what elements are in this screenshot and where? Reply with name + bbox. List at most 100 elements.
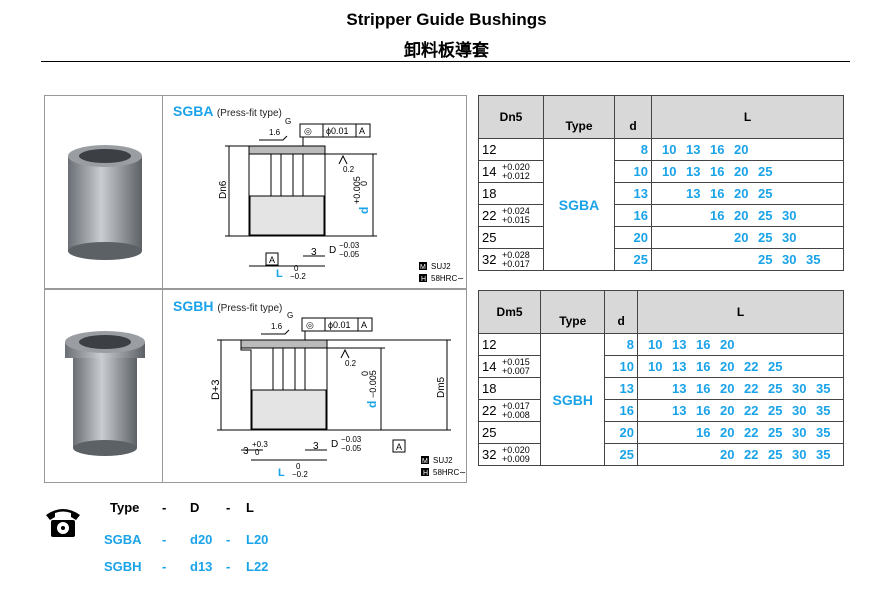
order-ex2-1: -: [162, 559, 167, 574]
l-value: 30: [792, 403, 807, 418]
sgbh-dim-g: G: [287, 311, 293, 320]
l-value: 16: [710, 208, 725, 223]
l-value: 20: [720, 337, 735, 352]
dim-d-cell: 18: [478, 182, 544, 205]
sgbh-roughness: 0.2: [345, 359, 357, 368]
sgbh-c3: 3: [243, 446, 249, 457]
order-ex2-0: SGBH: [104, 559, 142, 574]
dim-d-cell: 14+0.020+0.012: [478, 160, 544, 183]
l-value: 25: [768, 447, 783, 462]
l-value: 25: [768, 425, 783, 440]
sgba-d-tol-b: −0.05: [339, 250, 360, 259]
sgbh-flatness-icon: ◎: [306, 320, 314, 330]
dd-cell: 13: [604, 377, 638, 400]
sgbh-panel: SGBH (Press-fit type) 1.6 G ◎ ϕ0.01 A 0.…: [44, 289, 467, 483]
t1-header-d: Dn5: [478, 95, 544, 139]
sgbh-d-tol-bot: −0.005: [368, 370, 378, 398]
l-value: 30: [792, 425, 807, 440]
dd-cell: 8: [614, 138, 652, 161]
tol-bot: +0.015: [502, 214, 530, 225]
l-value: 25: [758, 208, 773, 223]
tol-bot: +0.007: [502, 365, 530, 376]
sgba-mat-h: H: [421, 276, 426, 283]
sgbh-d3: D+3: [210, 380, 222, 401]
sgba-d: D: [329, 245, 336, 256]
dim-d-cell: 25: [478, 226, 544, 249]
order-ex2-3: -: [226, 559, 231, 574]
l-value: 35: [816, 425, 831, 440]
l-value: 10: [662, 164, 677, 179]
phone-icon: [46, 509, 80, 537]
dd-cell: 16: [604, 399, 638, 422]
l-value: 35: [816, 381, 831, 396]
tol-top: +0.017: [502, 400, 530, 411]
dd-cell: 25: [614, 248, 652, 271]
sgba-drawing: 1.6 G ◎ ϕ0.01 A 0.2 Dn6 d +0.005 0 3 D −…: [218, 117, 464, 283]
l-value: 25: [758, 186, 773, 201]
l-value: 25: [768, 381, 783, 396]
dim-d: 14: [482, 164, 497, 179]
dim-d-cell: 12: [478, 138, 544, 161]
t1-header-type: Type: [543, 95, 615, 139]
dim-d: 14: [482, 359, 497, 374]
l-value: 20: [734, 230, 749, 245]
l-value: 16: [710, 164, 725, 179]
order-head-4: L: [246, 500, 254, 515]
sgbh-l-label: L: [278, 467, 285, 479]
tol-top: +0.015: [502, 356, 530, 367]
sgbh-hrc: 58HRC∼: [433, 468, 466, 477]
order-head-3: -: [226, 500, 231, 515]
l-value: 13: [672, 337, 687, 352]
sgbh-bushing-image: [65, 331, 145, 456]
dd-cell: 13: [614, 182, 652, 205]
dim-d: 32: [482, 252, 497, 267]
sgba-dn6: Dn6: [218, 180, 229, 199]
sgba-bushing-image: [68, 145, 142, 260]
l-value: 13: [672, 381, 687, 396]
order-ex1-4: L20: [246, 532, 269, 547]
tol-bot: +0.009: [502, 453, 530, 464]
sgbh-press-fit: (Press-fit type): [217, 303, 283, 314]
l-value: 16: [696, 337, 711, 352]
sgba-l-tol-b: −0.2: [290, 272, 306, 281]
l-value: 25: [758, 252, 773, 267]
l-value: 16: [696, 425, 711, 440]
sgba-flatness: ϕ0.01: [326, 126, 349, 136]
l-value: 20: [720, 425, 735, 440]
sgba-datum-a: A: [359, 126, 365, 136]
l-value: 13: [686, 164, 701, 179]
l-value: 16: [696, 381, 711, 396]
sgbh-len-3: 3: [313, 441, 319, 452]
dim-d-cell: 32+0.020+0.009: [477, 443, 542, 466]
sgbh-flatness: ϕ0.01: [328, 320, 351, 330]
dd-cell: 20: [604, 421, 638, 444]
sgbh-photo: [45, 290, 163, 482]
dim-d-cell: 18: [477, 377, 542, 400]
header-rule: [41, 61, 850, 62]
l-value: 25: [768, 403, 783, 418]
sgba-press-fit: (Press-fit type): [216, 108, 282, 119]
l-value: 16: [710, 142, 725, 157]
order-head-1: -: [162, 500, 167, 515]
t2-header-l: L: [637, 290, 844, 334]
sgbh-mat-h: H: [423, 470, 428, 477]
sgbh-c3-t: +0.3: [252, 440, 268, 449]
type-cell: SGBA: [543, 138, 615, 271]
sgba-len-3: 3: [311, 247, 317, 258]
sgbh-datum-box: A: [396, 442, 402, 452]
order-ex1-1: -: [162, 532, 167, 547]
sgba-hrc: 58HRC∼: [431, 274, 464, 283]
order-head-0: Type: [110, 500, 140, 515]
dim-d: 25: [482, 230, 497, 246]
order-head-2: D: [190, 500, 200, 515]
